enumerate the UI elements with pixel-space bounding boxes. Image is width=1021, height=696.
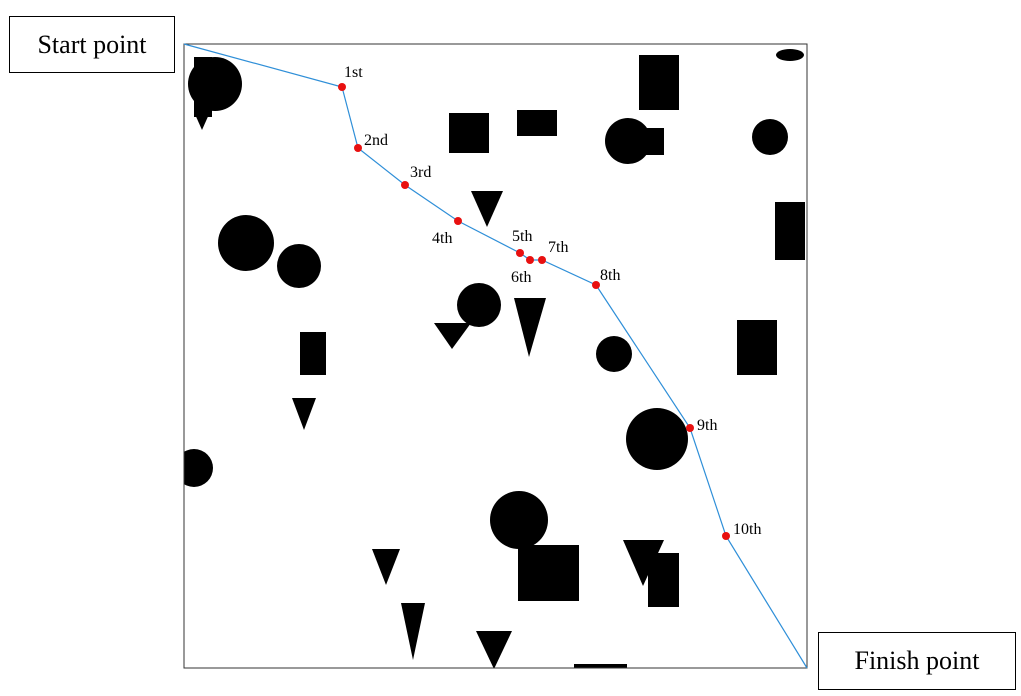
waypoint-9-label: 9th	[697, 417, 717, 434]
map-frame	[183, 43, 808, 669]
waypoint-8-marker	[592, 281, 600, 289]
obstacle-circle	[626, 408, 688, 470]
waypoint-10-marker	[722, 532, 730, 540]
waypoint-1-marker	[338, 83, 346, 91]
obstacle-circle	[596, 336, 632, 372]
waypoint-6-label: 6th	[511, 269, 531, 286]
waypoint-4-marker	[454, 217, 462, 225]
waypoint-10-label: 10th	[733, 521, 761, 538]
waypoint-2-marker	[354, 144, 362, 152]
waypoint-1-label: 1st	[344, 64, 363, 81]
obstacle-triangle	[471, 191, 503, 227]
obstacle-circle	[184, 449, 213, 487]
obstacle-rect	[775, 202, 805, 260]
obstacle-triangle	[401, 603, 425, 660]
obstacle-rect	[737, 320, 777, 375]
obstacle-rect	[574, 664, 627, 668]
waypoint-3-label: 3rd	[410, 164, 431, 181]
obstacle-circle	[188, 57, 242, 111]
obstacle-circle	[776, 49, 804, 61]
obstacle-triangle	[623, 540, 664, 586]
obstacle-triangle	[476, 631, 512, 668]
obstacle-triangle	[194, 112, 210, 130]
obstacle-square	[518, 545, 579, 601]
obstacle-triangle	[514, 298, 546, 357]
waypoint-6-marker	[526, 256, 534, 264]
finish-point-label: Finish point	[818, 632, 1016, 690]
obstacle-square	[449, 113, 489, 153]
waypoint-markers	[338, 83, 730, 540]
waypoint-2-label: 2nd	[364, 132, 388, 149]
obstacle-circle	[752, 119, 788, 155]
waypoint-7-label: 7th	[548, 239, 568, 256]
start-point-label: Start point	[9, 16, 175, 73]
obstacle-circle	[457, 283, 501, 327]
obstacle-triangle	[434, 323, 471, 349]
obstacle-circle	[277, 244, 321, 288]
waypoint-4-label: 4th	[432, 230, 452, 247]
waypoint-5-marker	[516, 249, 524, 257]
waypoint-7-marker	[538, 256, 546, 264]
obstacle-circle	[490, 491, 548, 549]
obstacle-circle	[605, 118, 651, 164]
waypoint-8-label: 8th	[600, 267, 620, 284]
obstacle-circle	[218, 215, 274, 271]
obstacle-rect	[639, 55, 679, 110]
waypoint-3-marker	[401, 181, 409, 189]
obstacle-rect	[517, 110, 557, 136]
waypoint-9-marker	[686, 424, 694, 432]
waypoint-5-label: 5th	[512, 228, 532, 245]
obstacle-triangle	[372, 549, 400, 585]
obstacle-rect	[300, 332, 326, 375]
obstacle-field	[184, 49, 805, 668]
planned-path	[183, 43, 808, 669]
obstacle-triangle	[292, 398, 316, 430]
